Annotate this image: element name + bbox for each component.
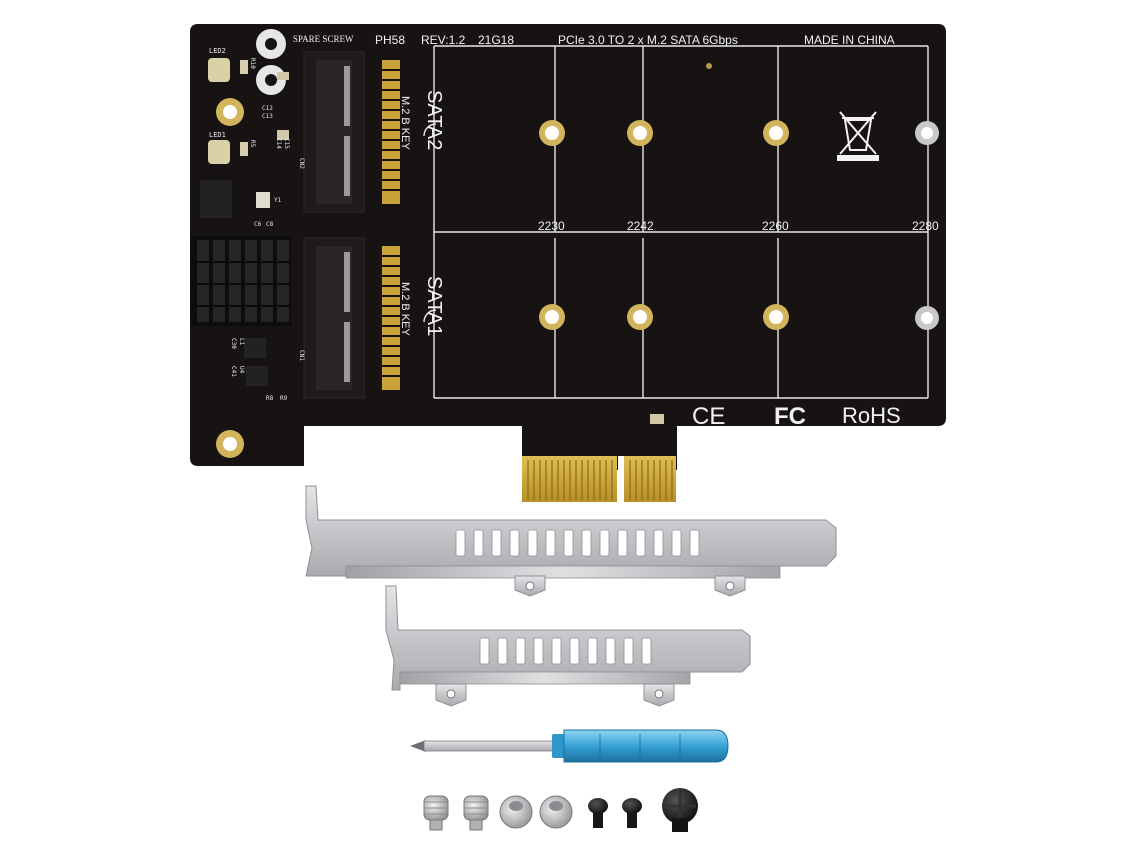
- cn2-label: CN2: [298, 158, 305, 169]
- size-2230-label: 2230: [538, 219, 565, 233]
- description-label: PCIe 3.0 TO 2 x M.2 SATA 6Gbps: [558, 33, 738, 47]
- weee-bin-icon: [837, 111, 879, 161]
- c12-label: C12: [262, 105, 273, 112]
- led-indicators: [208, 58, 248, 164]
- black-screw-1: [588, 798, 608, 828]
- size-2280-label: 2280: [912, 219, 939, 233]
- led2-label: LED2: [209, 47, 226, 55]
- black-screw-2: [622, 798, 642, 828]
- r5-label: R5: [249, 140, 256, 148]
- ic-chips: [200, 72, 664, 424]
- c13-label: C13: [262, 113, 273, 120]
- thumb-screw-1: [423, 795, 449, 831]
- y1-label: Y1: [274, 197, 282, 204]
- m2-connector-bottom: [303, 237, 400, 399]
- black-screw-large: [662, 788, 698, 832]
- pcb-silkscreen-text: SPARE SCREW PH58 REV:1.2 21G18 PCIe 3.0 …: [209, 33, 939, 430]
- full-height-bracket: [305, 485, 837, 597]
- r8-label: R8: [266, 395, 274, 402]
- screw-set: [423, 788, 698, 832]
- date-code-label: 21G18: [478, 33, 514, 47]
- low-profile-bracket: [385, 585, 751, 707]
- size-2260-label: 2260: [762, 219, 789, 233]
- fc-mark: FC: [774, 403, 806, 430]
- pcie-gold-fingers: [522, 456, 676, 502]
- slot-label-sata1: SATA1: [423, 276, 445, 336]
- origin-label: MADE IN CHINA: [804, 33, 895, 47]
- standoff-1: [499, 795, 533, 829]
- thumb-screw-2: [463, 795, 489, 831]
- rohs-mark: RoHS: [842, 403, 901, 428]
- c41-label: C41: [230, 366, 237, 377]
- size-2242-label: 2242: [627, 219, 654, 233]
- l1-label: L1: [238, 338, 245, 346]
- key-label-top: M.2 B KEY: [399, 96, 411, 150]
- led1-label: LED1: [209, 131, 226, 139]
- heatsink: [191, 236, 291, 326]
- r10-label: R10: [249, 58, 256, 69]
- c30-label: C30: [230, 338, 237, 349]
- model-label: PH58: [375, 33, 405, 47]
- c15-label: C15: [283, 138, 290, 149]
- u4-label: U4: [238, 366, 245, 374]
- standoff-2: [539, 795, 573, 829]
- ce-mark: CE: [692, 403, 725, 430]
- c6-label: C6: [254, 221, 262, 228]
- spare-screw-label: SPARE SCREW: [293, 34, 354, 44]
- c8-label: C8: [266, 221, 274, 228]
- slot-label-sata2: SATA2: [423, 90, 445, 150]
- m2-connector-top: [303, 51, 400, 213]
- key-label-bottom: M.2 B KEY: [399, 282, 411, 336]
- pcb-board: SPARE SCREW PH58 REV:1.2 21G18 PCIe 3.0 …: [190, 24, 946, 502]
- r9-label: R9: [280, 395, 288, 402]
- cn1-label: CN1: [298, 350, 305, 361]
- c14-label: C14: [275, 138, 282, 149]
- revision-label: REV:1.2: [421, 33, 466, 47]
- screwdriver: [410, 729, 729, 763]
